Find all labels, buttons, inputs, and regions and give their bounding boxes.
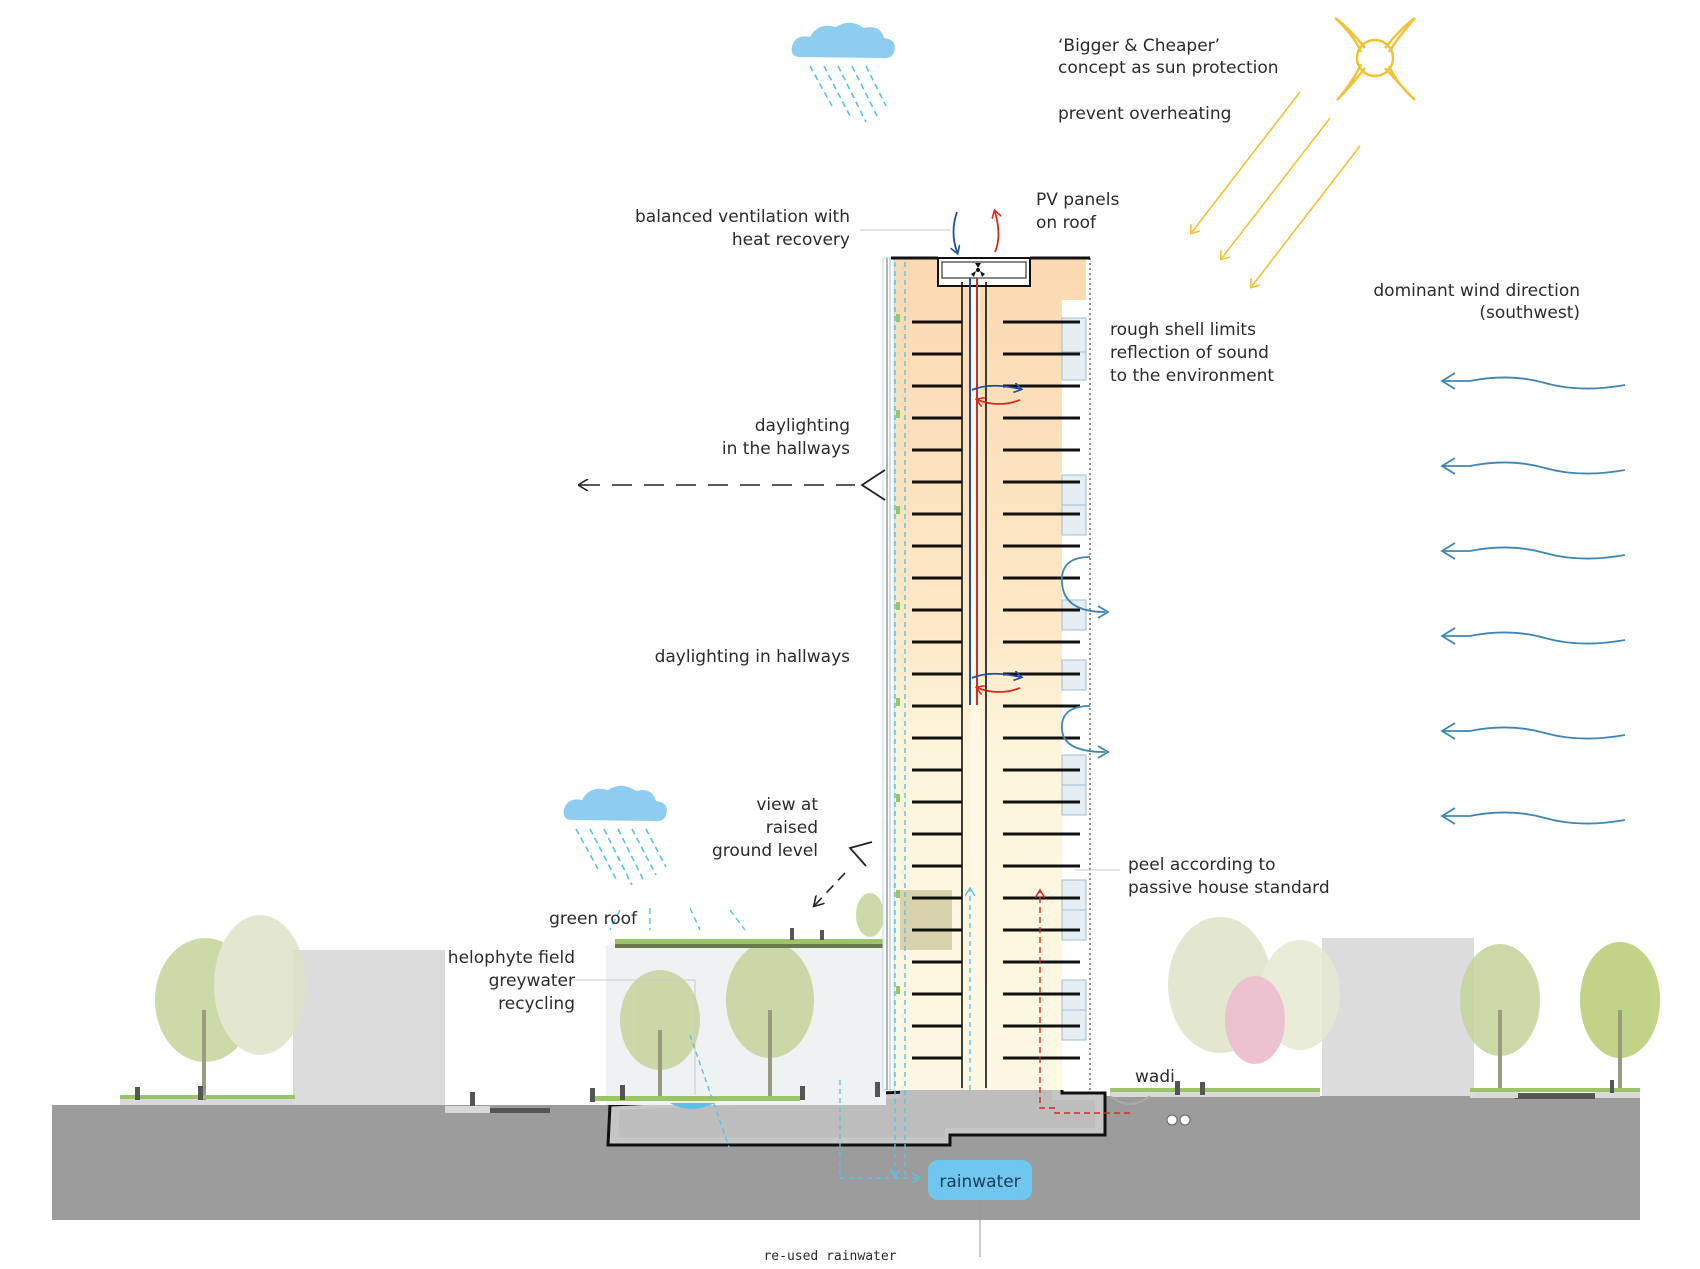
eye-icon <box>848 841 873 867</box>
balcony-plant <box>896 698 900 706</box>
balcony-plant <box>896 986 900 994</box>
tree <box>214 915 306 1055</box>
daylight-mid-label: daylighting in hallways <box>655 647 851 667</box>
wind-arrow-icon <box>1442 461 1626 475</box>
rough-shell-label-2: reflection of sound <box>1110 343 1269 363</box>
rough-shell-label: rough shell limits <box>1110 320 1256 340</box>
rain-cloud-icon <box>563 785 667 886</box>
helophyte-label-3: recycling <box>498 994 575 1014</box>
sun-concept-label-2: concept as sun protection <box>1058 58 1279 78</box>
tree <box>726 942 814 1100</box>
wind-vortex <box>1061 556 1110 759</box>
neighbour-building-right <box>1322 938 1474 1096</box>
labels: ‘Bigger & Cheaper’ concept as sun protec… <box>448 36 1580 1087</box>
greywater-piping <box>1040 892 1130 1114</box>
sun-icon <box>1334 17 1416 101</box>
tree <box>1460 944 1540 1090</box>
wind-arrow-icon <box>1442 631 1626 645</box>
eye-icon <box>860 469 886 501</box>
wind-arrow-head <box>1440 807 1456 825</box>
green-roof <box>615 939 890 948</box>
wind-arrow-head <box>1440 457 1456 475</box>
view-label-2: raised <box>766 818 818 838</box>
daylight-view-line <box>580 469 886 501</box>
view-label-3: ground level <box>712 841 818 861</box>
balcony-plant <box>896 410 900 418</box>
rain-cloud-icon <box>791 22 895 123</box>
wind-arrow-head <box>1440 542 1456 560</box>
sun-concept-label: ‘Bigger & Cheaper’ <box>1058 36 1220 56</box>
helophyte-pond <box>670 1103 715 1109</box>
rainwater-tank: rainwater <box>928 1160 1032 1200</box>
helophyte-label-2: greywater <box>489 971 575 991</box>
reused-rainwater-label: re-used rainwater <box>763 1249 896 1264</box>
view-label: view at <box>756 795 818 815</box>
leader-lines <box>575 229 1120 1095</box>
ventilation-arrows <box>954 212 1021 692</box>
facade-glazing <box>1061 317 1087 1041</box>
wind-arrow-icon <box>1442 376 1626 390</box>
rainwater-piping <box>689 262 970 1178</box>
ground-floor-lobby <box>900 890 952 950</box>
balcony-plant <box>896 506 900 514</box>
peel-label-2: passive house standard <box>1128 878 1330 898</box>
ventilation-label: balanced ventilation with <box>635 207 850 227</box>
ventilation-label-2: heat recovery <box>732 230 850 250</box>
helophyte-label: helophyte field <box>448 948 575 968</box>
grass-strips <box>120 1088 1640 1101</box>
pv-panels-label: PV panels <box>1036 190 1119 210</box>
daylight-top-label-2: in the hallways <box>722 439 850 459</box>
wind-arrow-head <box>1440 372 1456 390</box>
wind-arrow-icon <box>1442 811 1626 825</box>
tree <box>856 893 884 937</box>
green-roof-rain <box>609 907 746 931</box>
balcony-plant <box>896 602 900 610</box>
pv-panels-label-2: on roof <box>1036 213 1097 233</box>
wind-arrow-head <box>1440 627 1456 645</box>
balcony-plant <box>896 890 900 898</box>
wadi <box>1109 1095 1191 1126</box>
green-roof-label: green roof <box>549 909 638 929</box>
peel-label: peel according to <box>1128 855 1276 875</box>
balcony-plant <box>896 314 900 322</box>
daylight-top-label: daylighting <box>755 416 850 436</box>
basement <box>606 1076 1107 1147</box>
fan-icon <box>971 263 985 277</box>
balcony-plant <box>896 794 900 802</box>
wadi-label: wadi <box>1135 1067 1175 1087</box>
people <box>135 742 1614 1106</box>
sun-rays <box>1192 91 1361 286</box>
trees <box>155 893 1660 1100</box>
tree <box>1580 942 1660 1090</box>
prevent-overheating-label: prevent overheating <box>1058 104 1231 124</box>
tree <box>620 970 700 1100</box>
wind-arrow-icon <box>1442 546 1626 560</box>
rainwater-label: rainwater <box>939 1172 1020 1192</box>
rough-shell-label-3: to the environment <box>1110 366 1274 386</box>
wind-arrows <box>1440 372 1626 825</box>
wind-arrow-head <box>1440 722 1456 740</box>
tree <box>1225 976 1285 1064</box>
wind-direction-label-2: (southwest) <box>1479 303 1580 323</box>
ground-view-line <box>815 841 873 905</box>
wind-direction-label: dominant wind direction <box>1373 281 1580 301</box>
wind-arrow-icon <box>1442 726 1626 740</box>
